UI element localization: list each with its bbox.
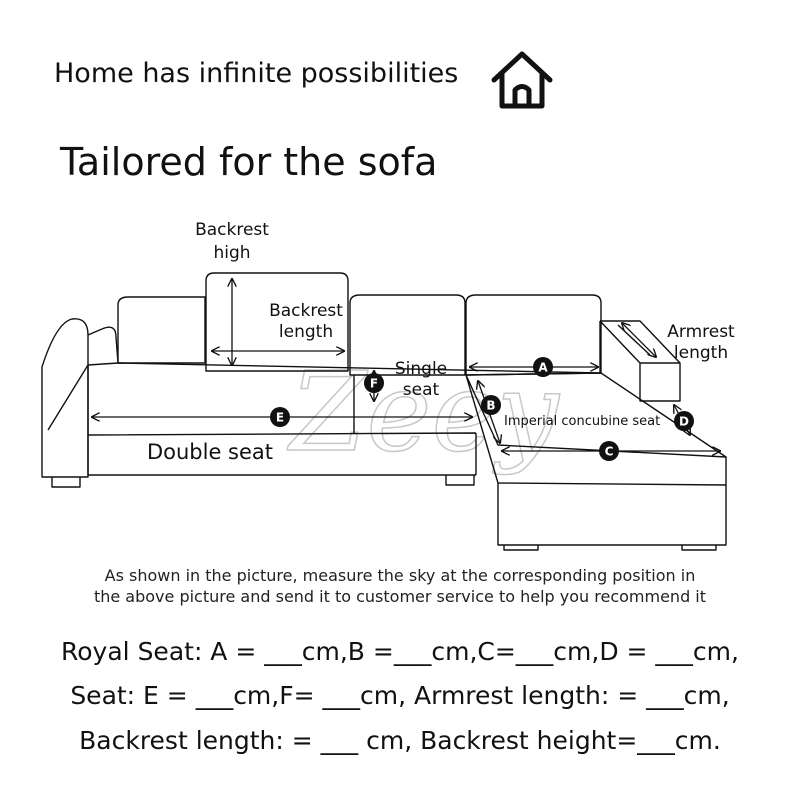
label-backrest-length-1: Backrest xyxy=(269,301,343,321)
back-cushion-middle xyxy=(349,294,466,376)
foot-left xyxy=(51,477,81,488)
marker-c: C xyxy=(599,441,619,461)
marker-f-letter: F xyxy=(370,377,378,391)
marker-c-letter: C xyxy=(605,445,614,459)
formula-royal-seat: Royal Seat: A = ___cm,B =___cm,C=___cm,D… xyxy=(61,637,739,666)
label-imperial-concubine-seat: Imperial concubine seat xyxy=(504,414,660,429)
label-armrest-length-2: length xyxy=(674,343,728,363)
marker-d-letter: D xyxy=(679,415,689,429)
back-cushion-left xyxy=(117,296,206,364)
sofa-diagram: Zeey xyxy=(41,220,735,551)
seat-cushion-top xyxy=(47,364,89,435)
label-single-seat-2: seat xyxy=(403,380,440,400)
marker-d: D xyxy=(674,411,694,431)
back-cushion-raised xyxy=(205,272,349,372)
page-title: Tailored for the sofa xyxy=(60,140,438,184)
chaise-foot-2 xyxy=(681,545,717,551)
label-double-seat: Double seat xyxy=(147,440,273,464)
label-single-seat-1: Single xyxy=(395,359,447,379)
left-armrest xyxy=(41,318,89,478)
back-cushion-right xyxy=(465,294,602,376)
marker-a-letter: A xyxy=(538,361,548,375)
marker-e-letter: E xyxy=(276,411,284,425)
marker-f: F xyxy=(364,373,384,393)
label-backrest-high-1: Backrest xyxy=(195,220,269,240)
caption-line-2: the above picture and send it to custome… xyxy=(93,587,707,606)
foot-mid xyxy=(445,475,475,486)
caption-line-1: As shown in the picture, measure the sky… xyxy=(104,566,696,585)
formula-backrest: Backrest length: = ___ cm, Backrest heig… xyxy=(79,726,721,755)
chaise-foot-1 xyxy=(503,545,539,551)
chaise-base xyxy=(497,483,727,546)
label-armrest-length-1: Armrest xyxy=(667,322,735,342)
marker-b-letter: B xyxy=(486,399,495,413)
seat-front xyxy=(87,432,477,476)
tagline: Home has infinite possibilities xyxy=(54,58,459,89)
label-backrest-length-2: length xyxy=(279,322,333,342)
marker-e: E xyxy=(270,407,290,427)
label-backrest-high-2: high xyxy=(213,243,250,263)
formula-seat: Seat: E = ___cm,F= ___cm, Armrest length… xyxy=(70,681,730,710)
house-icon xyxy=(491,51,553,109)
marker-b: B xyxy=(481,395,501,415)
arrow-armrest-length xyxy=(622,323,656,357)
marker-a: A xyxy=(533,357,553,377)
